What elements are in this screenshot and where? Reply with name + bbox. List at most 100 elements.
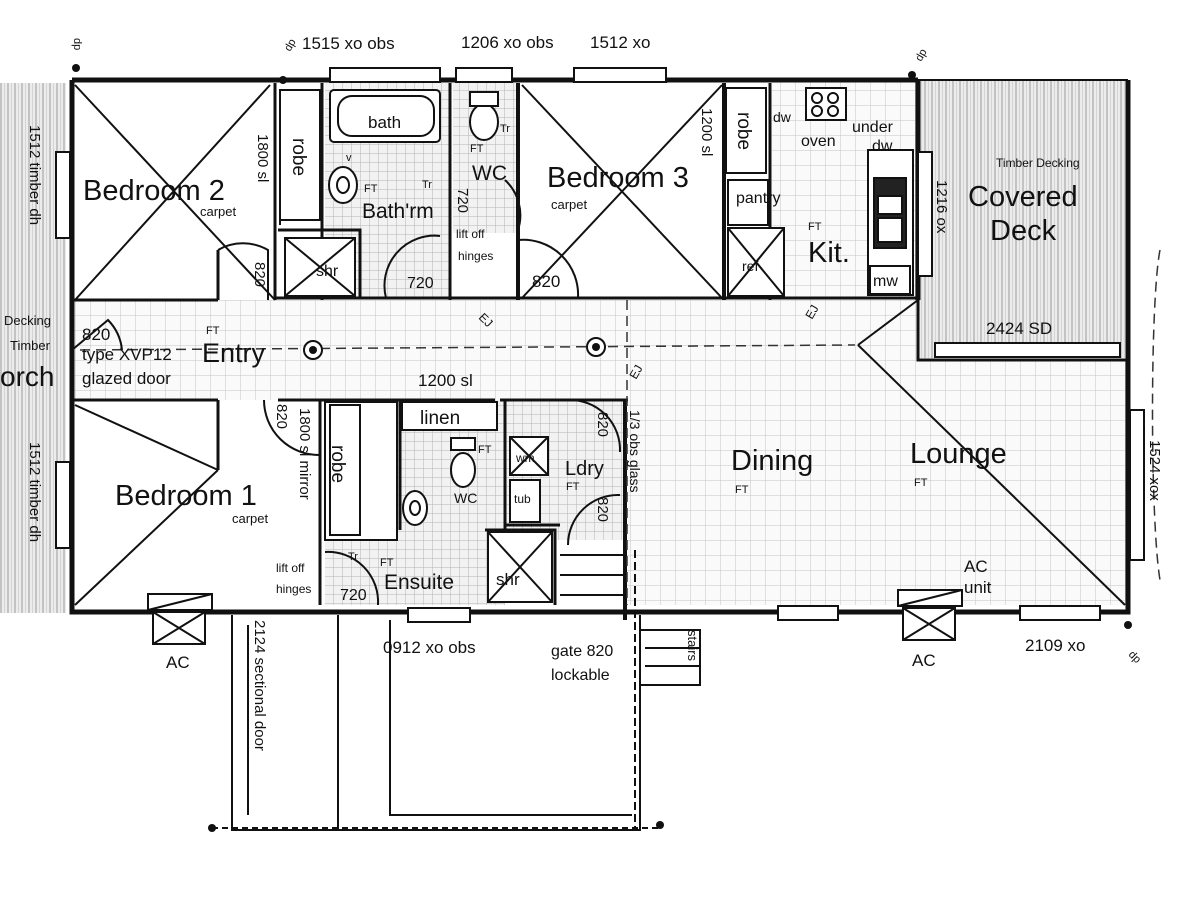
note-tr-1: Tr (422, 179, 432, 191)
label-bedroom1: Bedroom 1 (115, 480, 257, 512)
laundry-tub (509, 479, 541, 523)
label-ac-unit-1: AC (964, 557, 988, 576)
label-shr-bath: shr (316, 263, 339, 280)
note-lockable: lockable (551, 667, 610, 684)
label-shr-ensuite: shr (496, 570, 520, 589)
linen-cupboard (401, 401, 498, 431)
basin-bath (328, 166, 358, 204)
label-porch-decking: Decking (4, 313, 51, 328)
annotations: 1515 xo obs 1206 xo obs 1512 xo 1512 tim… (26, 33, 1163, 751)
label-deck: Deck (990, 215, 1057, 247)
note-gate: gate 820 (551, 643, 613, 660)
door-ensuite (324, 550, 380, 606)
door-bedroom2 (217, 242, 269, 300)
note-win-1512-top: 1512 timber dh (26, 125, 43, 225)
label-sink: s (883, 220, 890, 235)
label-pantry: pantry (736, 190, 780, 207)
note-win-1216: 1216 ox (933, 180, 950, 234)
note-v-1: v (346, 152, 352, 164)
door-laundry-2 (567, 493, 621, 546)
label-bedroom3-floor: carpet (551, 197, 588, 212)
label-under-dw: dw (872, 138, 893, 155)
note-win-1206: 1206 xo obs (461, 33, 554, 52)
living-tiles (627, 300, 1128, 605)
stairs-outline (640, 629, 701, 686)
label-ensuite: Ensuite (384, 571, 454, 594)
label-bedroom1-floor: carpet (232, 511, 269, 526)
windows (55, 67, 1145, 623)
door-wc (504, 179, 522, 231)
note-ft-1: FT (364, 183, 378, 195)
label-porch: orch (0, 361, 54, 392)
note-win-2109: 2109 xo (1025, 636, 1086, 655)
label-entry: Entry (202, 338, 266, 368)
fixtures (284, 87, 914, 603)
note-robe-1200-b3: 1200 sl (698, 108, 715, 156)
label-bathrm: Bath'rm (362, 200, 434, 223)
cooktop (805, 87, 847, 121)
note-ft-4: FT (206, 325, 220, 337)
room-labels: Bedroom 2 carpet Bedroom 3 carpet Bedroo… (0, 109, 1080, 672)
label-under: under (852, 119, 894, 136)
note-ft-9: FT (478, 444, 492, 456)
label-porch-timber: Timber (10, 338, 51, 353)
ac-units (147, 589, 963, 645)
note-tr-2: Tr (500, 123, 510, 135)
covered-deck-floor (918, 80, 1128, 358)
note-ft-3: FT (808, 221, 822, 233)
note-d820-ldry2: 820 (594, 497, 611, 522)
note-d820-b3: 820 (532, 272, 560, 291)
setout-lines (79, 249, 1161, 605)
note-hinges-2: hinges (276, 582, 311, 596)
note-ft-6: FT (914, 477, 928, 489)
note-entry-glazed: glazed door (82, 369, 171, 388)
label-ldry: Ldry (565, 458, 604, 480)
label-dw: dw (773, 109, 792, 125)
label-kitchen: Kit. (808, 237, 850, 269)
label-robe-b1: robe (327, 445, 348, 483)
label-dining: Dining (731, 445, 813, 477)
garage (212, 550, 701, 831)
label-robe-b2: robe (288, 138, 309, 176)
label-tub: tub (514, 492, 531, 506)
label-timber-decking: Timber Decking (996, 156, 1080, 170)
label-ac-left: AC (166, 653, 190, 672)
note-hinges-1: hinges (458, 249, 493, 263)
label-covered: Covered (968, 181, 1078, 213)
note-dp-2: dp (282, 37, 299, 54)
door-bathroom (383, 234, 441, 299)
door-laundry (567, 398, 622, 453)
note-robe-1800: 1800 sl (254, 134, 271, 182)
note-win-1515: 1515 xo obs (302, 34, 395, 53)
label-ac-unit-2: unit (964, 578, 992, 597)
label-wc-top: WC (472, 162, 507, 185)
note-dp-4: dp (1126, 649, 1143, 666)
bathtub (329, 89, 441, 143)
note-ft-5: FT (735, 484, 749, 496)
note-win-1512: 1512 xo (590, 33, 651, 52)
label-fridge: ref (742, 258, 758, 274)
label-linen: linen (420, 408, 460, 429)
label-wc-lower: WC (454, 490, 477, 506)
label-oven: oven (801, 133, 836, 150)
label-bedroom2: Bedroom 2 (83, 175, 225, 207)
microwave (869, 265, 911, 295)
toilet-top (469, 103, 499, 141)
note-d720-bath: 720 (407, 275, 434, 292)
note-robe-1800-mirror: 1800 sl mirror (296, 408, 313, 500)
note-win-1512-bottom: 1512 timber dh (26, 442, 43, 542)
note-win-1524: 1524 xox (1146, 440, 1163, 501)
door-entry (71, 318, 123, 351)
basin-ensuite (402, 490, 428, 526)
note-lift-off-2: lift off (276, 561, 305, 575)
note-d820-entry: 820 (82, 325, 110, 344)
note-win-0912: 0912 xo obs (383, 638, 476, 657)
bedroom-diagonals (74, 84, 1126, 606)
note-d820-ldry1: 820 (594, 412, 611, 437)
label-ac-right: AC (912, 651, 936, 670)
note-dp-1: dp (71, 38, 83, 50)
door-bedroom1 (263, 399, 321, 457)
note-tr-3: Tr (348, 551, 358, 563)
label-robe-b3: robe (733, 112, 754, 150)
